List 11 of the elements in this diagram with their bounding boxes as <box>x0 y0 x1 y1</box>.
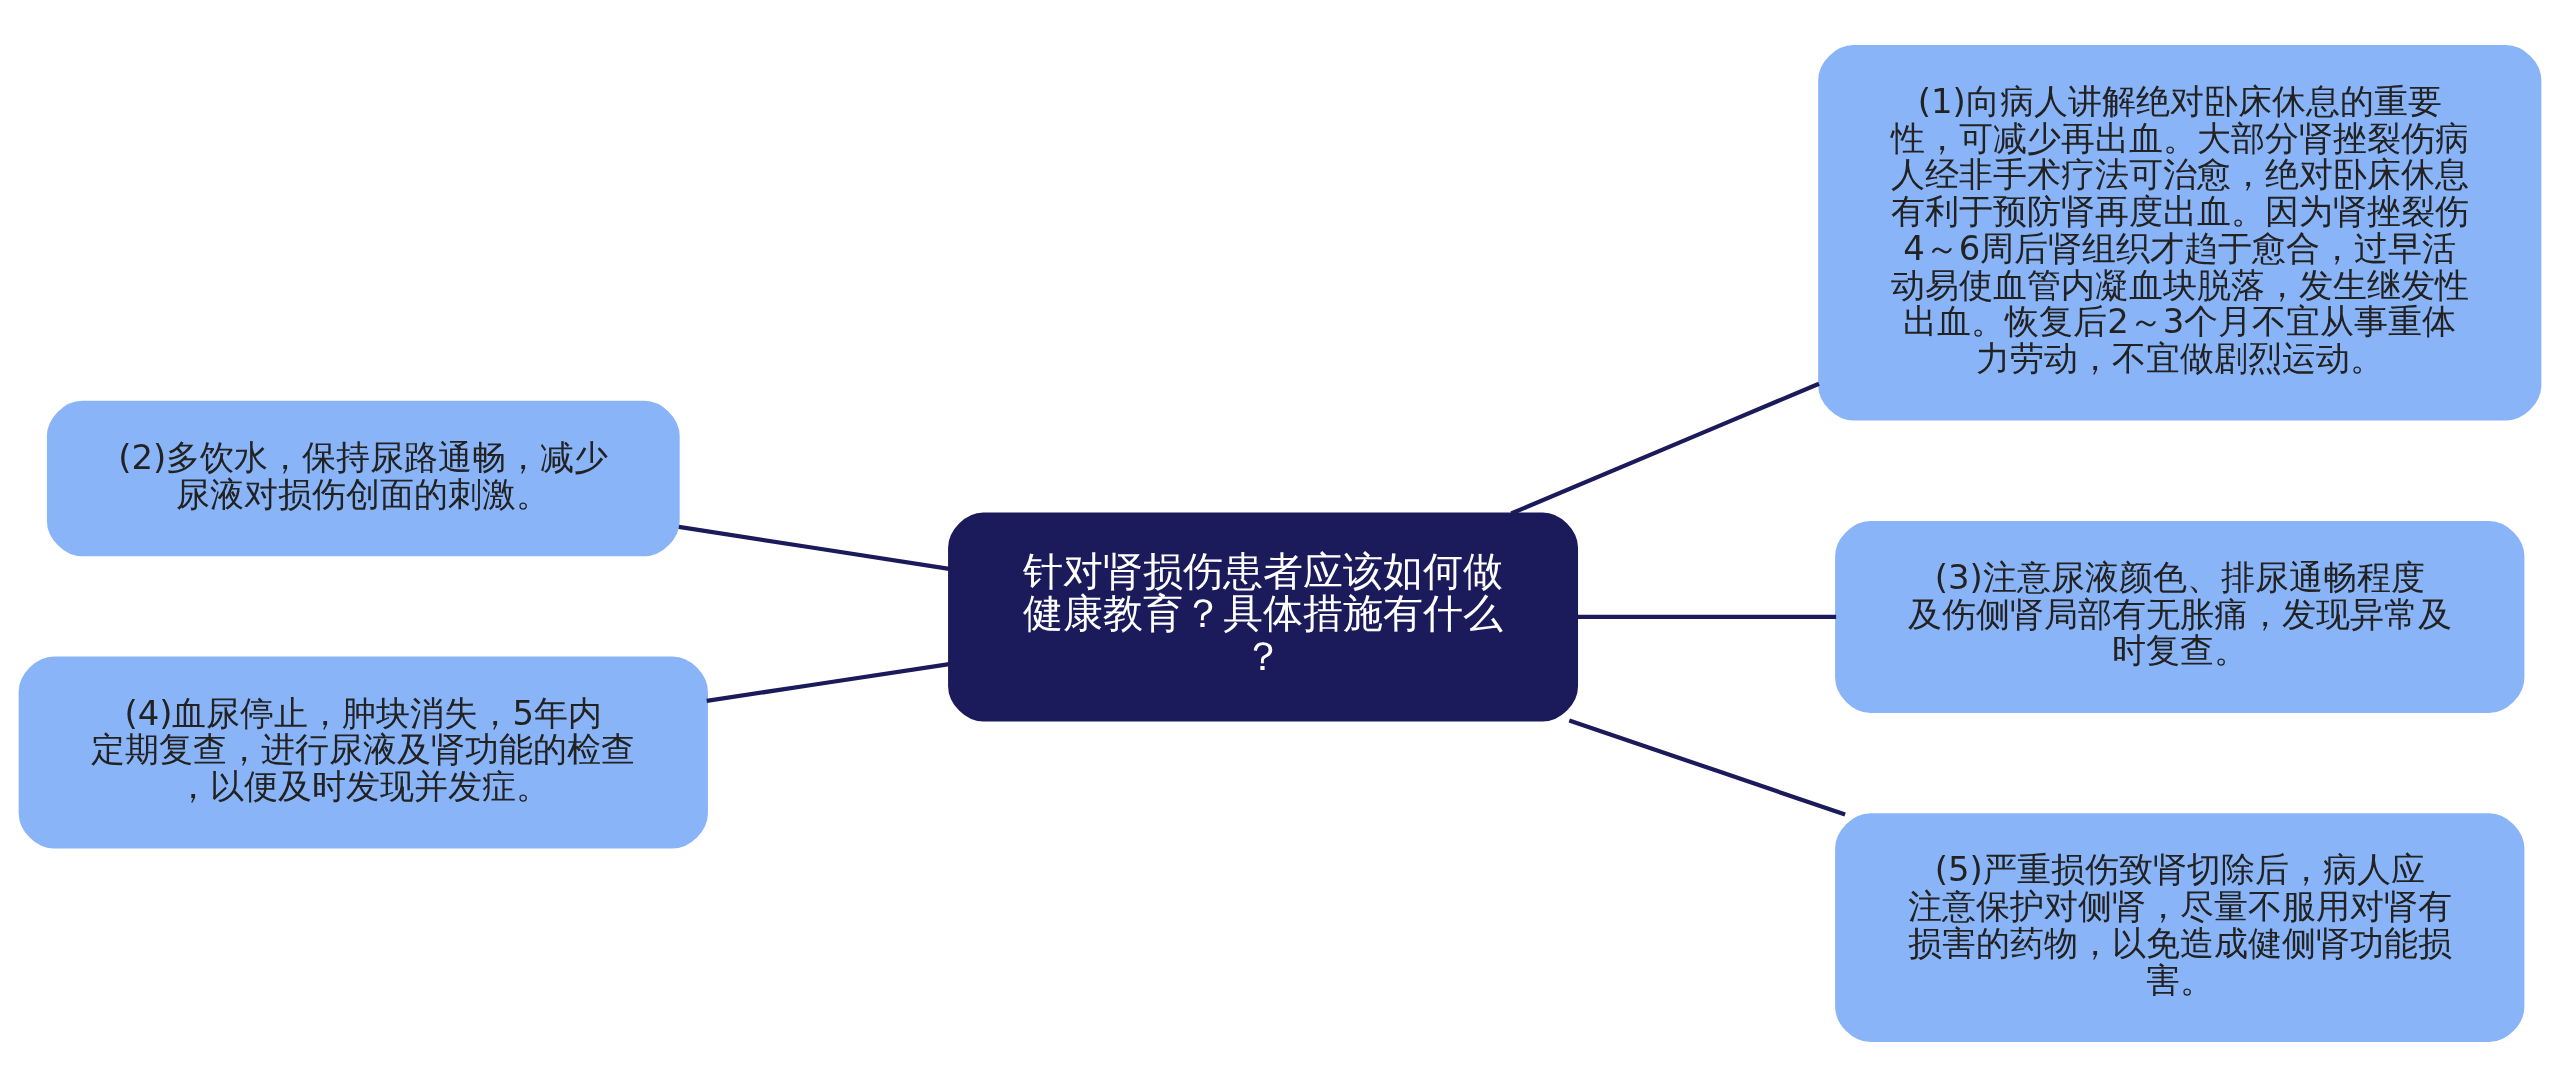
connector <box>1510 381 1820 516</box>
node-box: (1)向病人讲解绝对卧床休息的重要性，可减少再出血。大部分肾挫裂伤病人经非手术疗法可治愈，绝对卧床休息有利于预防肾再度出血。因为肾挫裂伤4～6周后肾组织才趋于愈合，过早活动易使血管内凝血块脱落，发生继发性出血。恢复后2～3个月不宜从事重体力劳动，不宜做剧烈运动。 <box>1818 44 2542 421</box>
node-box: (5)严重损伤致肾切除后，病人应注意保护对侧肾，尽量不服用对肾有损害的药物，以免造成健侧肾功能损害。 <box>1835 813 2525 1043</box>
node-box: 针对肾损伤患者应该如何做健康教育？具体措施有什么？ <box>948 512 1579 722</box>
connector <box>1576 614 1837 620</box>
node-box: (4)血尿停止，肿块消失，5年内定期复查，进行尿液及肾功能的检查，以便及时发现并发症。 <box>18 656 708 849</box>
connector <box>678 524 950 571</box>
connector <box>706 662 950 703</box>
node-box: (3)注意尿液颜色、排尿通畅程度及伤侧肾局部有无胀痛，发现异常及时复查。 <box>1835 520 2525 713</box>
node-box: (2)多饮水，保持尿路通畅，减少尿液对损伤创面的刺激。 <box>46 400 680 557</box>
connector <box>1568 718 1846 817</box>
